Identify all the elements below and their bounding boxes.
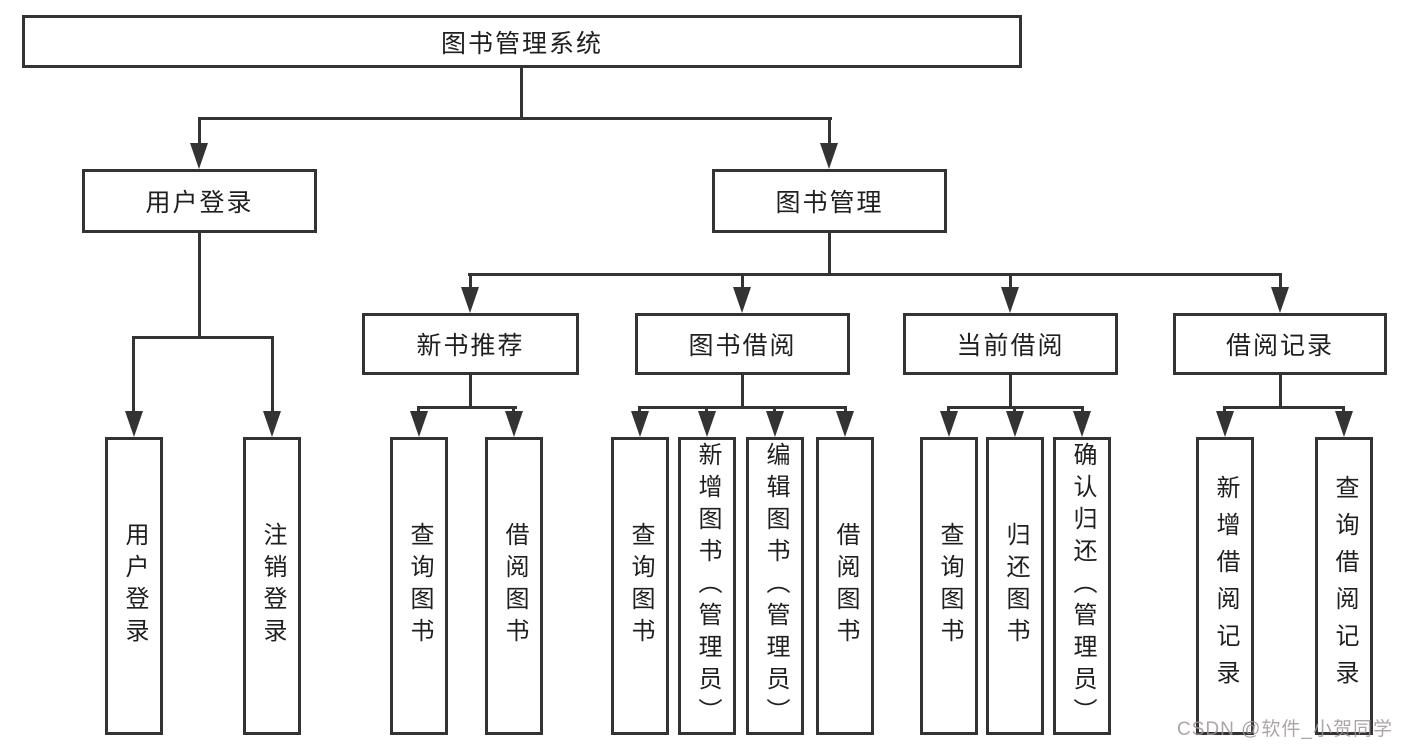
arrow-down-icon bbox=[631, 411, 649, 437]
leaf-add-books-admin: 新增图书（管理员） bbox=[678, 437, 736, 735]
leaf-borrow-books: 借阅图书 bbox=[816, 437, 874, 735]
arrow-down-icon bbox=[410, 411, 428, 437]
connector-line bbox=[638, 406, 641, 414]
connector-line bbox=[469, 273, 472, 289]
connector-line bbox=[828, 117, 831, 147]
arrow-down-icon bbox=[1335, 411, 1353, 437]
connector-line bbox=[417, 406, 517, 409]
connector-line bbox=[741, 273, 744, 289]
arrow-down-icon bbox=[190, 143, 208, 169]
leaf-query-books-recommend: 查询图书 bbox=[390, 437, 448, 735]
connector-line bbox=[705, 406, 708, 414]
connector-line bbox=[198, 117, 201, 147]
leaf-edit-books-admin: 编辑图书（管理员） bbox=[746, 437, 804, 735]
connector-line bbox=[773, 406, 776, 414]
arrow-down-icon bbox=[1073, 411, 1091, 437]
arrow-down-icon bbox=[940, 411, 958, 437]
connector-line bbox=[1223, 406, 1345, 409]
connector-line bbox=[132, 336, 274, 339]
connector-line bbox=[1223, 406, 1226, 414]
connector-line bbox=[520, 68, 523, 117]
connector-line bbox=[1279, 375, 1282, 406]
connector-line bbox=[1342, 406, 1345, 414]
arrow-down-icon bbox=[263, 411, 281, 437]
leaf-add-borrow-record: 新增借阅记录 bbox=[1196, 437, 1254, 735]
connector-line bbox=[198, 117, 832, 120]
node-current-borrowing: 当前借阅 bbox=[903, 313, 1118, 375]
leaf-borrow-books-recommend: 借阅图书 bbox=[485, 437, 543, 735]
watermark: CSDN @软件_小贺同学 bbox=[1177, 719, 1393, 740]
leaf-query-books-borrow: 查询图书 bbox=[611, 437, 669, 735]
connector-line bbox=[1081, 406, 1084, 414]
connector-line bbox=[198, 233, 201, 336]
arrow-down-icon bbox=[733, 287, 751, 313]
connector-line bbox=[468, 273, 1282, 276]
arrow-down-icon bbox=[505, 411, 523, 437]
node-library-management-system: 图书管理系统 bbox=[22, 15, 1022, 68]
connector-line bbox=[947, 406, 950, 414]
leaf-user-login: 用户登录 bbox=[105, 437, 163, 735]
connector-line bbox=[417, 406, 420, 414]
connector-line bbox=[1009, 375, 1012, 406]
connector-line bbox=[469, 375, 472, 406]
leaf-return-books: 归还图书 bbox=[986, 437, 1044, 735]
connector-line bbox=[132, 336, 135, 413]
arrow-down-icon bbox=[125, 411, 143, 437]
connector-line bbox=[741, 375, 744, 406]
arrow-down-icon bbox=[698, 411, 716, 437]
leaf-query-borrow-record: 查询借阅记录 bbox=[1315, 437, 1373, 735]
leaf-query-books-current: 查询图书 bbox=[920, 437, 978, 735]
arrow-down-icon bbox=[820, 143, 838, 169]
connector-line bbox=[512, 406, 515, 414]
arrow-down-icon bbox=[766, 411, 784, 437]
arrow-down-icon bbox=[1216, 411, 1234, 437]
node-book-management: 图书管理 bbox=[712, 169, 947, 233]
node-new-book-recommend: 新书推荐 bbox=[362, 313, 579, 375]
arrow-down-icon bbox=[1271, 287, 1289, 313]
connector-line bbox=[638, 406, 847, 409]
connector-line bbox=[1013, 406, 1016, 414]
connector-line bbox=[1009, 273, 1012, 289]
arrow-down-icon bbox=[836, 411, 854, 437]
leaf-logout: 注销登录 bbox=[243, 437, 301, 735]
arrow-down-icon bbox=[461, 287, 479, 313]
node-user-login: 用户登录 bbox=[82, 169, 317, 233]
leaf-confirm-return-admin: 确认归还（管理员） bbox=[1053, 437, 1111, 735]
connector-line bbox=[271, 336, 274, 413]
node-borrow-records: 借阅记录 bbox=[1173, 313, 1387, 375]
connector-line bbox=[1279, 273, 1282, 289]
connector-line bbox=[828, 233, 831, 273]
node-book-borrowing: 图书借阅 bbox=[635, 313, 850, 375]
arrow-down-icon bbox=[1001, 287, 1019, 313]
arrow-down-icon bbox=[1006, 411, 1024, 437]
connector-line bbox=[844, 406, 847, 414]
